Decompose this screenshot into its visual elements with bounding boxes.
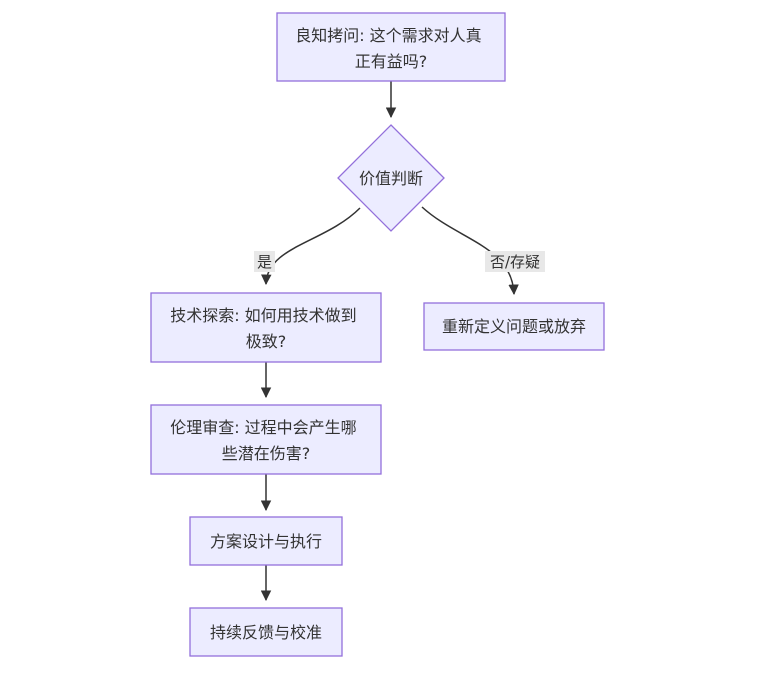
node-ethics-review: 伦理审查: 过程中会产生哪 些潜在伤害? [150,404,382,475]
node-value-judgment-label: 价值判断 [359,169,423,188]
edge-judgment-to-redefine [421,206,519,296]
node-conscience-question: 良知拷问: 这个需求对人真 正有益吗? [276,12,506,82]
edge-judgment-to-tech [261,207,361,286]
edge-label-no-doubt-text: 否/存疑 [490,253,540,271]
node-ethics-review-label: 伦理审查: 过程中会产生哪 些潜在伤害? [170,418,362,463]
edge-label-yes-text: 是 [257,253,272,271]
node-value-judgment: 价值判断 [337,124,445,232]
edge-label-no-doubt: 否/存疑 [485,251,545,272]
node-tech-exploration-label: 技术探索: 如何用技术做到 极致? [170,306,362,351]
node-redefine-or-abandon: 重新定义问题或放弃 [423,302,605,351]
edge-label-yes: 是 [254,251,275,272]
node-conscience-question-label: 良知拷问: 这个需求对人真 正有益吗? [295,26,487,71]
node-design-execute: 方案设计与执行 [189,516,343,566]
node-design-execute-label: 方案设计与执行 [210,532,322,551]
node-feedback-calibrate: 持续反馈与校准 [189,607,343,657]
node-tech-exploration: 技术探索: 如何用技术做到 极致? [150,292,382,363]
node-redefine-or-abandon-label: 重新定义问题或放弃 [442,317,586,336]
node-feedback-calibrate-label: 持续反馈与校准 [210,623,322,642]
